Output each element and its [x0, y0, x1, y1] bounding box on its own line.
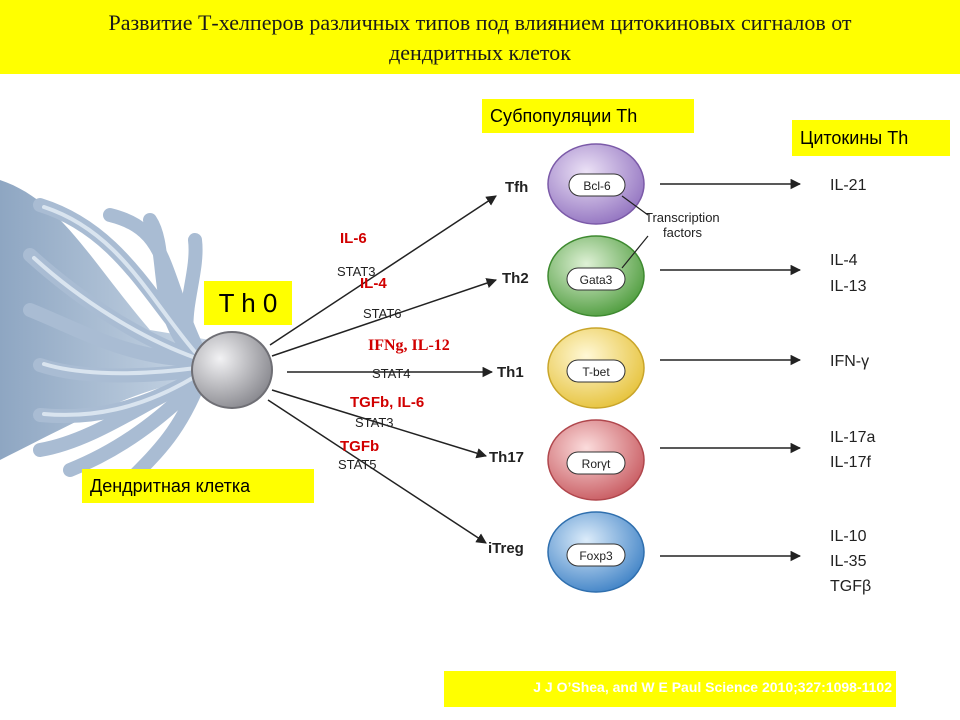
output-itreg-0: IL-10 [830, 528, 867, 545]
dendrite [33, 373, 207, 457]
output-th2-0: IL-4 [830, 252, 858, 269]
cell-tfh: Bcl-6 [547, 143, 645, 225]
cell-th1: T-bet [547, 327, 645, 409]
th0-label: T h 0 [204, 281, 292, 325]
dendrite-highlight [42, 362, 198, 376]
cytokines-itreg: TGFb [340, 438, 379, 455]
subpopulations-label: Субпопуляции Th [482, 99, 694, 133]
cytokines-th17: TGFb, IL-6 [350, 394, 424, 411]
output-itreg-2: TGFβ [830, 578, 871, 595]
slide-title: Развитие Т-хелперов различных типов под … [108, 10, 852, 65]
tf-label-line2: factors [663, 225, 703, 240]
dendrite-highlight [32, 256, 198, 360]
tf-label-line1: Transcription [645, 210, 720, 225]
cell-th2: Gata3 [547, 235, 645, 317]
output-tfh-0: IL-21 [830, 177, 867, 194]
stat-th17: STAT3 [355, 415, 394, 430]
arrow-to-th2 [271, 278, 497, 357]
stat-tfh: STAT3 [337, 264, 376, 279]
dendrite [33, 358, 207, 383]
subset-th1: Th1 [497, 364, 524, 381]
dendrite [179, 233, 207, 372]
tf-th1: T-bet [582, 365, 610, 379]
subset-tfh: Tfh [505, 179, 528, 196]
tf-itreg: Foxp3 [579, 549, 613, 563]
citation-text: J J O’Shea, and W E Paul Science 2010;32… [533, 679, 892, 695]
cytokines-header-label: Цитокины Th [792, 120, 950, 156]
output-itreg-1: IL-35 [830, 553, 867, 570]
citation-box: J J O’Shea, and W E Paul Science 2010;32… [444, 671, 896, 707]
dendritic-cell-label: Дендритная клетка [82, 469, 314, 503]
th0-cell-body [191, 331, 273, 409]
subset-th2: Th2 [502, 270, 529, 287]
arrow-to-tfh [269, 195, 497, 346]
output-th1-0: IFN-γ [830, 353, 869, 370]
stat-itreg: STAT5 [338, 457, 377, 472]
cell-th17: Rorγt [547, 419, 645, 501]
dendritic-cell [0, 180, 273, 487]
output-th2-1: IL-13 [830, 278, 867, 295]
dendrite [23, 303, 207, 367]
output-th17-1: IL-17f [830, 454, 871, 471]
arrow-to-itreg [267, 399, 487, 544]
subset-itreg: iTreg [488, 540, 524, 557]
tf-tfh: Bcl-6 [583, 179, 611, 193]
title-bar [0, 0, 960, 74]
subset-th17: Th17 [489, 449, 524, 466]
cytokines-th1: IFNg, IL-12 [368, 337, 450, 354]
cytokines-tfh: IL-6 [340, 230, 367, 247]
tf-th17: Rorγt [582, 457, 611, 471]
cell-itreg: Foxp3 [547, 511, 645, 593]
stat-th2: STAT6 [363, 306, 402, 321]
tf-th2: Gata3 [580, 273, 613, 287]
cytokines-th2: IL-4 [360, 275, 387, 292]
stat-th1: STAT4 [372, 366, 411, 381]
output-th17-0: IL-17a [830, 429, 875, 446]
dendrite [63, 373, 207, 477]
transcription-factors-callout: Transcription factors [621, 195, 720, 269]
dendrite-highlight [42, 205, 197, 354]
arrow-to-th17 [271, 389, 488, 459]
dendrite-highlight [42, 374, 198, 417]
